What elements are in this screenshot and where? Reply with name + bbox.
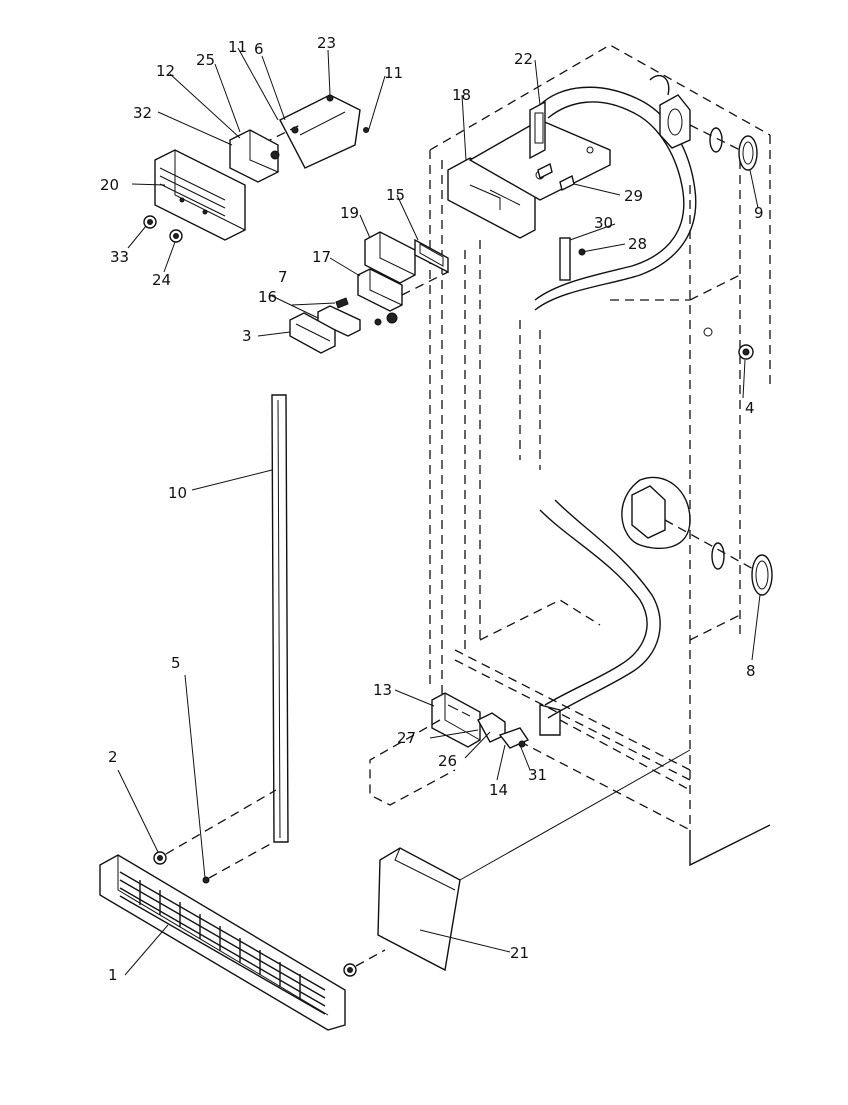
grille-slots — [119, 871, 326, 1015]
screw-2 — [153, 789, 277, 865]
rod-30 — [559, 237, 586, 281]
label-24: 24 — [152, 271, 171, 289]
label-25: 25 — [196, 51, 215, 69]
bracket-13 — [431, 692, 481, 748]
label-19: 19 — [340, 204, 359, 222]
label-12: 12 — [156, 62, 175, 80]
label-15: 15 — [386, 186, 405, 204]
strip-10 — [271, 394, 289, 843]
label-18: 18 — [452, 86, 471, 104]
label-22: 22 — [514, 50, 533, 68]
label-32: 32 — [133, 104, 152, 122]
label-6: 6 — [254, 40, 264, 58]
grille-1 — [99, 854, 346, 1031]
label-16: 16 — [258, 288, 277, 306]
cabinet-outline — [429, 44, 771, 867]
label-26: 26 — [438, 752, 457, 770]
label-8: 8 — [746, 662, 756, 680]
gasket-15 — [414, 238, 449, 274]
housing-17 — [357, 268, 449, 324]
control-bracket-23 — [249, 94, 369, 169]
component-9 — [659, 94, 758, 171]
label-1: 1 — [108, 966, 118, 984]
label-5: 5 — [171, 654, 181, 672]
label-21: 21 — [510, 944, 529, 962]
housing-19 — [364, 231, 416, 284]
knob-33 — [143, 215, 157, 229]
component-4 — [703, 327, 754, 360]
label-11b: 11 — [384, 64, 403, 82]
label-14: 14 — [489, 781, 508, 799]
knob-24 — [169, 229, 183, 243]
bracket-14-31 — [498, 727, 530, 749]
label-31: 31 — [528, 766, 547, 784]
label-28: 28 — [628, 235, 647, 253]
routing-line — [369, 719, 456, 806]
component-8 — [621, 476, 773, 596]
label-2: 2 — [108, 748, 118, 766]
leader-lines — [117, 47, 761, 976]
label-29: 29 — [624, 187, 643, 205]
label-23: 23 — [317, 34, 336, 52]
label-13: 13 — [373, 681, 392, 699]
wiring-harness — [534, 75, 697, 736]
console-20 — [154, 149, 246, 241]
label-9: 9 — [754, 204, 764, 222]
label-10: 10 — [168, 484, 187, 502]
dispenser-bracket — [447, 100, 611, 239]
label-30: 30 — [594, 214, 613, 232]
label-27: 27 — [397, 729, 416, 747]
bezel-3 — [289, 312, 336, 354]
control-box-12 — [229, 126, 299, 183]
label-17: 17 — [312, 248, 331, 266]
callout-labels: 1 2 3 4 5 6 7 8 9 10 11 11 12 13 14 15 1… — [100, 34, 764, 984]
clip-5 — [202, 841, 275, 884]
label-33: 33 — [110, 248, 129, 266]
screw-7 — [335, 297, 349, 309]
label-7: 7 — [278, 268, 288, 286]
label-11a: 11 — [228, 38, 247, 56]
label-4: 4 — [745, 399, 755, 417]
cover-21 — [377, 749, 691, 972]
label-20: 20 — [100, 176, 119, 194]
screw-grille-right — [343, 949, 386, 977]
label-3: 3 — [242, 327, 252, 345]
clip-26 — [477, 712, 506, 743]
